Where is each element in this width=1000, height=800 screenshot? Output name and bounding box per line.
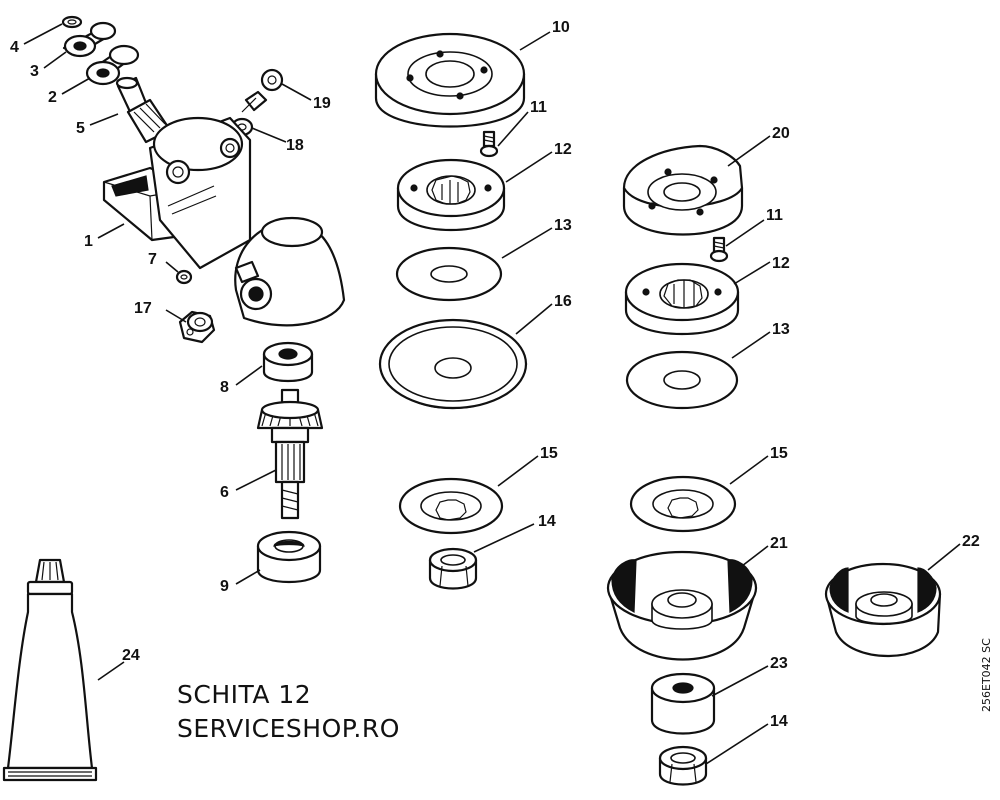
callout-18: 18	[286, 137, 304, 154]
part-23-sleeve	[650, 672, 716, 735]
part-12-thrust-plate-middle	[396, 158, 506, 232]
callout-5: 5	[76, 120, 85, 137]
part-8-ball-bearing	[262, 341, 314, 382]
part-2-ball-bearing	[85, 44, 140, 86]
callout-11-middle: 11	[530, 99, 547, 116]
part-14-nut-right	[658, 745, 708, 786]
callout-21: 21	[770, 535, 788, 552]
callout-19: 19	[313, 95, 331, 112]
callout-7: 7	[148, 251, 157, 268]
part-20-thrust-plate	[622, 144, 744, 236]
part-12-thrust-plate-right	[624, 262, 740, 336]
part-10-thrust-plate	[374, 32, 526, 128]
caption-website: SERVICESHOP.RO	[177, 714, 400, 743]
part-16-dish	[378, 318, 528, 410]
callout-23: 23	[770, 655, 788, 672]
callout-15-middle: 15	[540, 445, 558, 462]
callout-14-right: 14	[770, 713, 788, 730]
part-11-screw-right	[709, 236, 729, 263]
caption-schita: SCHITA 12	[177, 680, 312, 709]
callout-16: 16	[554, 293, 572, 310]
part-11-screw-middle	[479, 130, 499, 158]
part-13-disc-right	[625, 350, 739, 410]
callout-17: 17	[134, 300, 152, 317]
callout-9: 9	[220, 578, 229, 595]
part-1-gear-housing	[102, 116, 346, 327]
part-13-disc-middle	[395, 246, 503, 302]
callout-10: 10	[552, 19, 570, 36]
callout-15-right: 15	[770, 445, 788, 462]
part-22-mowing-cup-small	[824, 562, 942, 657]
callout-11-right: 11	[766, 207, 783, 224]
callout-8: 8	[220, 379, 229, 396]
part-17-screw-plug	[178, 310, 216, 344]
leader-lines	[23, 23, 961, 765]
part-15-thrust-washer-middle	[398, 477, 504, 535]
callout-2: 2	[48, 89, 57, 106]
drawing-code: 256ET042 SC	[980, 638, 993, 712]
callout-20: 20	[772, 125, 790, 142]
part-9-ball-bearing	[256, 530, 322, 584]
callout-4: 4	[10, 39, 19, 56]
part-6-spline-shaft	[256, 388, 324, 520]
part-21-mowing-cup	[606, 550, 758, 661]
part-14-nut-middle	[428, 547, 478, 590]
callout-1: 1	[84, 233, 93, 250]
callout-24: 24	[122, 647, 140, 664]
callout-22: 22	[962, 533, 980, 550]
part-24-grease-tube	[2, 558, 98, 782]
callout-13-middle: 13	[554, 217, 572, 234]
part-3-ball-bearing	[62, 21, 117, 58]
part-15-thrust-washer-right	[629, 475, 737, 533]
callout-3: 3	[30, 63, 39, 80]
part-4-retaining-ring	[61, 15, 83, 29]
callout-12-right: 12	[772, 255, 790, 272]
part-19-screw	[241, 68, 284, 113]
callout-14-middle: 14	[538, 513, 556, 530]
callout-labels: 4 3 2 5 1 7 17 8 6 9 24 19 18 10 11 12 1…	[10, 19, 980, 730]
callout-12-middle: 12	[554, 141, 572, 158]
part-7-plug	[175, 269, 193, 285]
callout-13-right: 13	[772, 321, 790, 338]
callout-6: 6	[220, 484, 229, 501]
